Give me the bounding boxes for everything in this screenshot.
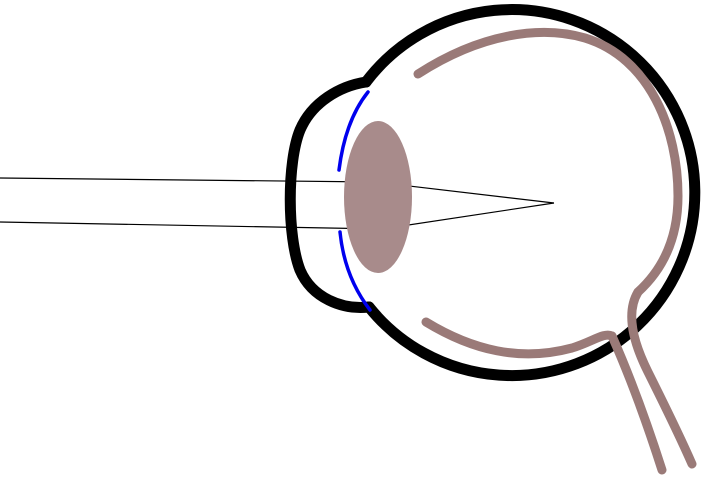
- sclera-outline: [360, 4, 701, 382]
- lens: [344, 121, 412, 273]
- iris-lower: [338, 230, 372, 312]
- optic-nerve-outer: [627, 287, 697, 469]
- optic-nerve-inner: [607, 331, 667, 475]
- upper-light-ray: [0, 177, 555, 204]
- light-rays: [0, 177, 555, 230]
- cornea-outline: [284, 76, 375, 313]
- lower-light-ray: [0, 202, 555, 230]
- retina: [413, 27, 683, 297]
- retina-lower: [421, 317, 617, 359]
- iris-upper: [337, 90, 370, 172]
